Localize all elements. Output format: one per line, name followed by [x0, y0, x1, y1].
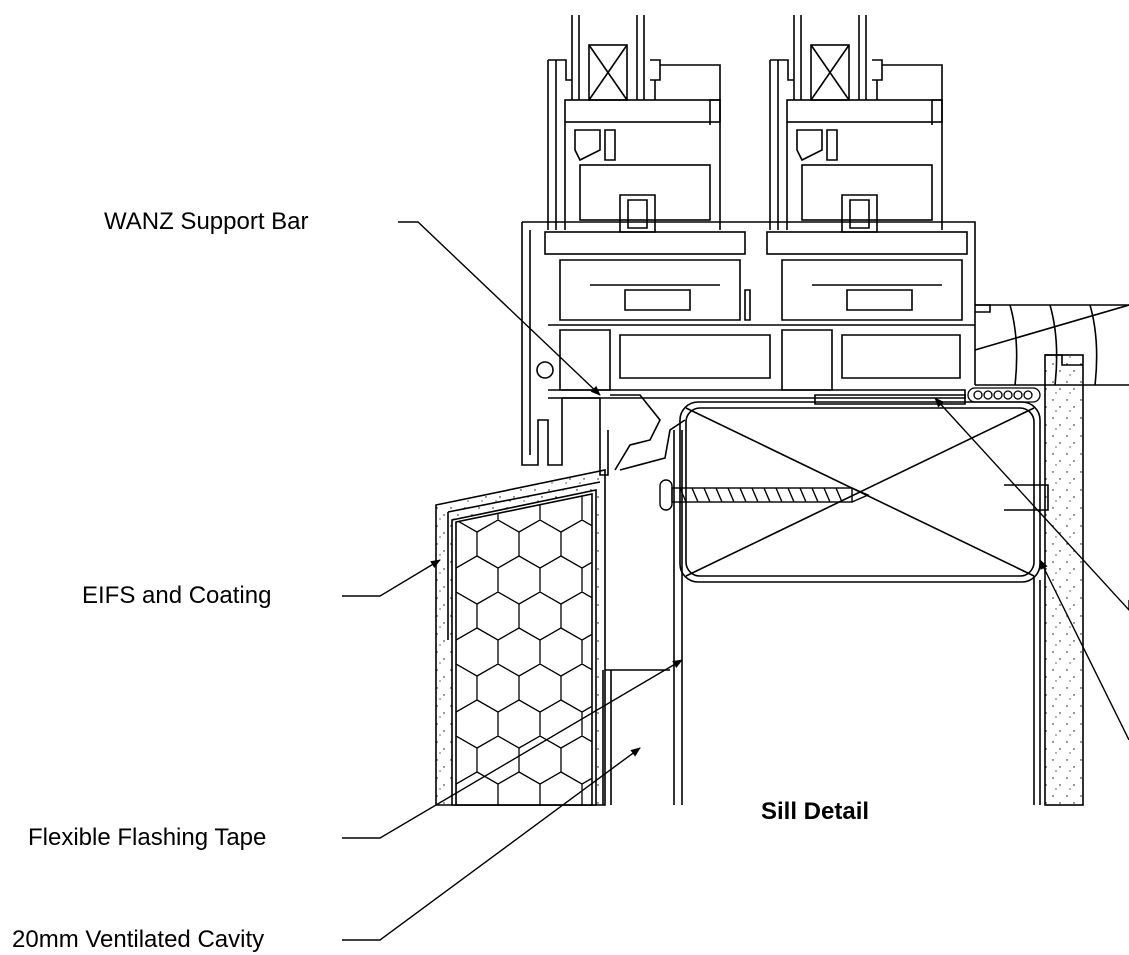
sill-frame-body — [521, 221, 991, 476]
leader-lines — [342, 221, 1129, 941]
label-flexible-flashing-tape: Flexible Flashing Tape — [28, 824, 267, 851]
label-wanz-support-bar: WANZ Support Bar — [104, 208, 309, 235]
glazing-frame-left — [547, 15, 721, 233]
wall-framing-lines — [673, 430, 1041, 805]
backer-rod-strip — [967, 387, 1041, 403]
glazing-frame-right — [769, 15, 943, 233]
label-eifs-and-coating: EIFS and Coating — [82, 582, 272, 609]
interior-lining — [1044, 354, 1084, 806]
drawing-title: Sill Detail — [761, 798, 870, 825]
label-ventilated-cavity: 20mm Ventilated Cavity — [12, 926, 265, 953]
fixing-screw — [659, 479, 870, 511]
eifs-cladding — [435, 469, 670, 806]
window-reveal-board — [974, 304, 1129, 386]
